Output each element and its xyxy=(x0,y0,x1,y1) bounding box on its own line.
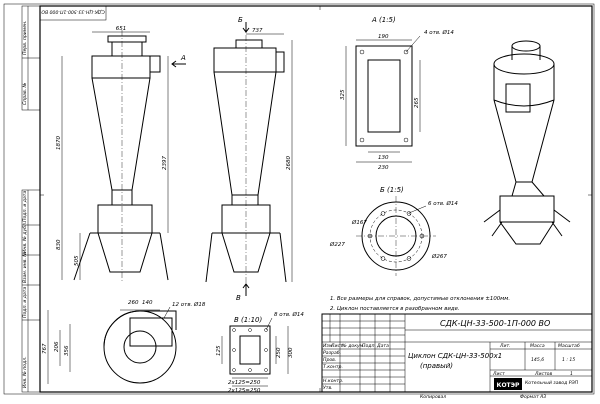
doc-title-line1: Циклон СДК-ЦН-33-500х1 xyxy=(408,352,502,360)
mass-label: Масса xyxy=(530,343,545,349)
note-2: 2. Циклон поставляется в разобранном вид… xyxy=(330,306,460,312)
dim-plan-holes: 12 отв. Ø18 xyxy=(172,301,206,308)
dim-a-230: 230 xyxy=(378,165,389,171)
sheets-count: 1 xyxy=(570,371,573,377)
view-v: В (1:10) 8 отв. Ø14 125 250 300 2х125=25… xyxy=(216,311,304,394)
arrow-label-a: А xyxy=(180,54,186,62)
role-razrab: Разраб. xyxy=(323,350,341,356)
format-label: Формат А3 xyxy=(520,394,546,400)
drawing-frame xyxy=(39,5,593,393)
doc-title-line2: (правый) xyxy=(420,362,453,370)
dim-v-2x125-b: 2х125=250 xyxy=(228,388,261,394)
copied-label: Копировал xyxy=(420,394,446,400)
dim-1870: 1870 xyxy=(56,136,62,150)
dim-2680: 2680 xyxy=(286,156,292,170)
view-a-title: А (1:5) xyxy=(371,16,396,24)
stamp-inv-dubl: Инв. № дубл. xyxy=(22,222,28,253)
role-n-kontr: Н.контр. xyxy=(323,378,344,384)
view-a: А (1:5) 190 4 отв. Ø14 325 265 130 230 xyxy=(340,16,454,171)
dim-2397: 2397 xyxy=(162,156,168,170)
view-b: Б (1:5) 6 отв. Ø14 Ø167 Ø227 Ø267 xyxy=(329,186,458,276)
stamp-podp-data-1: Подп. и дата xyxy=(22,191,28,222)
dim-b-267: Ø267 xyxy=(431,253,447,260)
th-n-dokum: № докум. xyxy=(341,343,365,349)
dim-v-300: 300 xyxy=(288,347,294,358)
view-b-title: Б (1:5) xyxy=(380,186,404,194)
th-data: Дата xyxy=(376,343,389,349)
side-stamps: Перв. примен. Справ. № Подп. и дата Инв.… xyxy=(21,5,41,393)
th-list: Лист xyxy=(330,343,343,349)
arrow-label-v: В xyxy=(236,294,241,302)
dim-v-2x125-a: 2х125=250 xyxy=(228,380,261,386)
dim-plan-206: 206 xyxy=(54,341,60,352)
dim-737: 737 xyxy=(252,28,263,34)
dim-505: 505 xyxy=(74,255,80,266)
dim-plan-767: 767 xyxy=(42,343,48,354)
dim-a-325: 325 xyxy=(340,89,346,100)
dim-651: 651 xyxy=(116,26,127,32)
side-view: Б В 737 2680 xyxy=(205,16,293,302)
mass-value: 145,6 xyxy=(531,357,544,363)
role-utv: Утв. xyxy=(323,385,333,391)
rotated-doc-code: СДК-ЦН-33-500-1П-000 ВО xyxy=(41,9,105,15)
dim-plan-260: 260 xyxy=(128,300,139,306)
sheet-label: Лист xyxy=(492,371,505,377)
lit-label: Лит. xyxy=(499,343,511,349)
dim-v-125: 125 xyxy=(216,345,222,356)
isometric-view xyxy=(483,40,571,245)
note-1: 1. Все размеры для справок, допустимые о… xyxy=(330,296,510,302)
plan-view: 260 140 12 отв. Ø18 767 206 356 xyxy=(42,300,206,384)
dim-a-265: 265 xyxy=(414,97,420,108)
dim-plan-140: 140 xyxy=(142,300,153,306)
sheet-edge xyxy=(3,3,595,395)
rotated-code-box: СДК-ЦН-33-500-1П-000 ВО xyxy=(39,5,107,21)
view-v-title: В (1:10) xyxy=(234,316,262,324)
dim-v-250: 250 xyxy=(276,347,282,358)
stamp-inv-podl: Инв. № подл. xyxy=(22,356,28,388)
scale-value: 1 : 15 xyxy=(562,357,575,363)
scale-label: Масштаб xyxy=(558,343,580,349)
role-prov: Пров. xyxy=(323,357,336,363)
th-izm: Изм. xyxy=(323,343,334,349)
dim-a-holes: 4 отв. Ø14 xyxy=(424,29,454,36)
dim-b-167: Ø167 xyxy=(351,219,367,226)
stamp-vzam-inv: Взам. инв. № xyxy=(22,252,28,283)
company-logo xyxy=(494,378,522,390)
company-logo-text: КОТЭР xyxy=(497,382,521,389)
title-block: Изм. Лист № докум. Подп. Дата Разраб. Пр… xyxy=(321,313,593,400)
zone-markers xyxy=(40,6,592,392)
arrow-label-b: Б xyxy=(238,16,243,24)
doc-code: СДК-ЦН-33-500-1П-000 ВО xyxy=(440,319,550,328)
dim-plan-356: 356 xyxy=(64,345,70,356)
sheets-label: Листов xyxy=(534,371,552,377)
company-name: Котельный завод РЭП xyxy=(525,380,579,386)
stamp-perv-primen: Перв. примен. xyxy=(22,21,28,56)
dim-830: 830 xyxy=(56,239,62,250)
dim-v-holes: 8 отв. Ø14 xyxy=(274,311,304,318)
stamp-podp-data-2: Подп. и дата xyxy=(22,287,28,318)
th-podp: Подп. xyxy=(362,343,376,349)
dim-b-holes: 6 отв. Ø14 xyxy=(428,200,458,207)
role-t-kontr: Т.контр. xyxy=(323,364,343,370)
notes: 1. Все размеры для справок, допустимые о… xyxy=(330,296,510,312)
dim-a-190: 190 xyxy=(378,34,389,40)
dim-a-130: 130 xyxy=(378,155,389,161)
stamp-sprav: Справ. № xyxy=(22,82,28,105)
front-view: 651 1870 2397 830 505 А xyxy=(56,26,186,282)
dim-b-227: Ø227 xyxy=(329,241,345,248)
